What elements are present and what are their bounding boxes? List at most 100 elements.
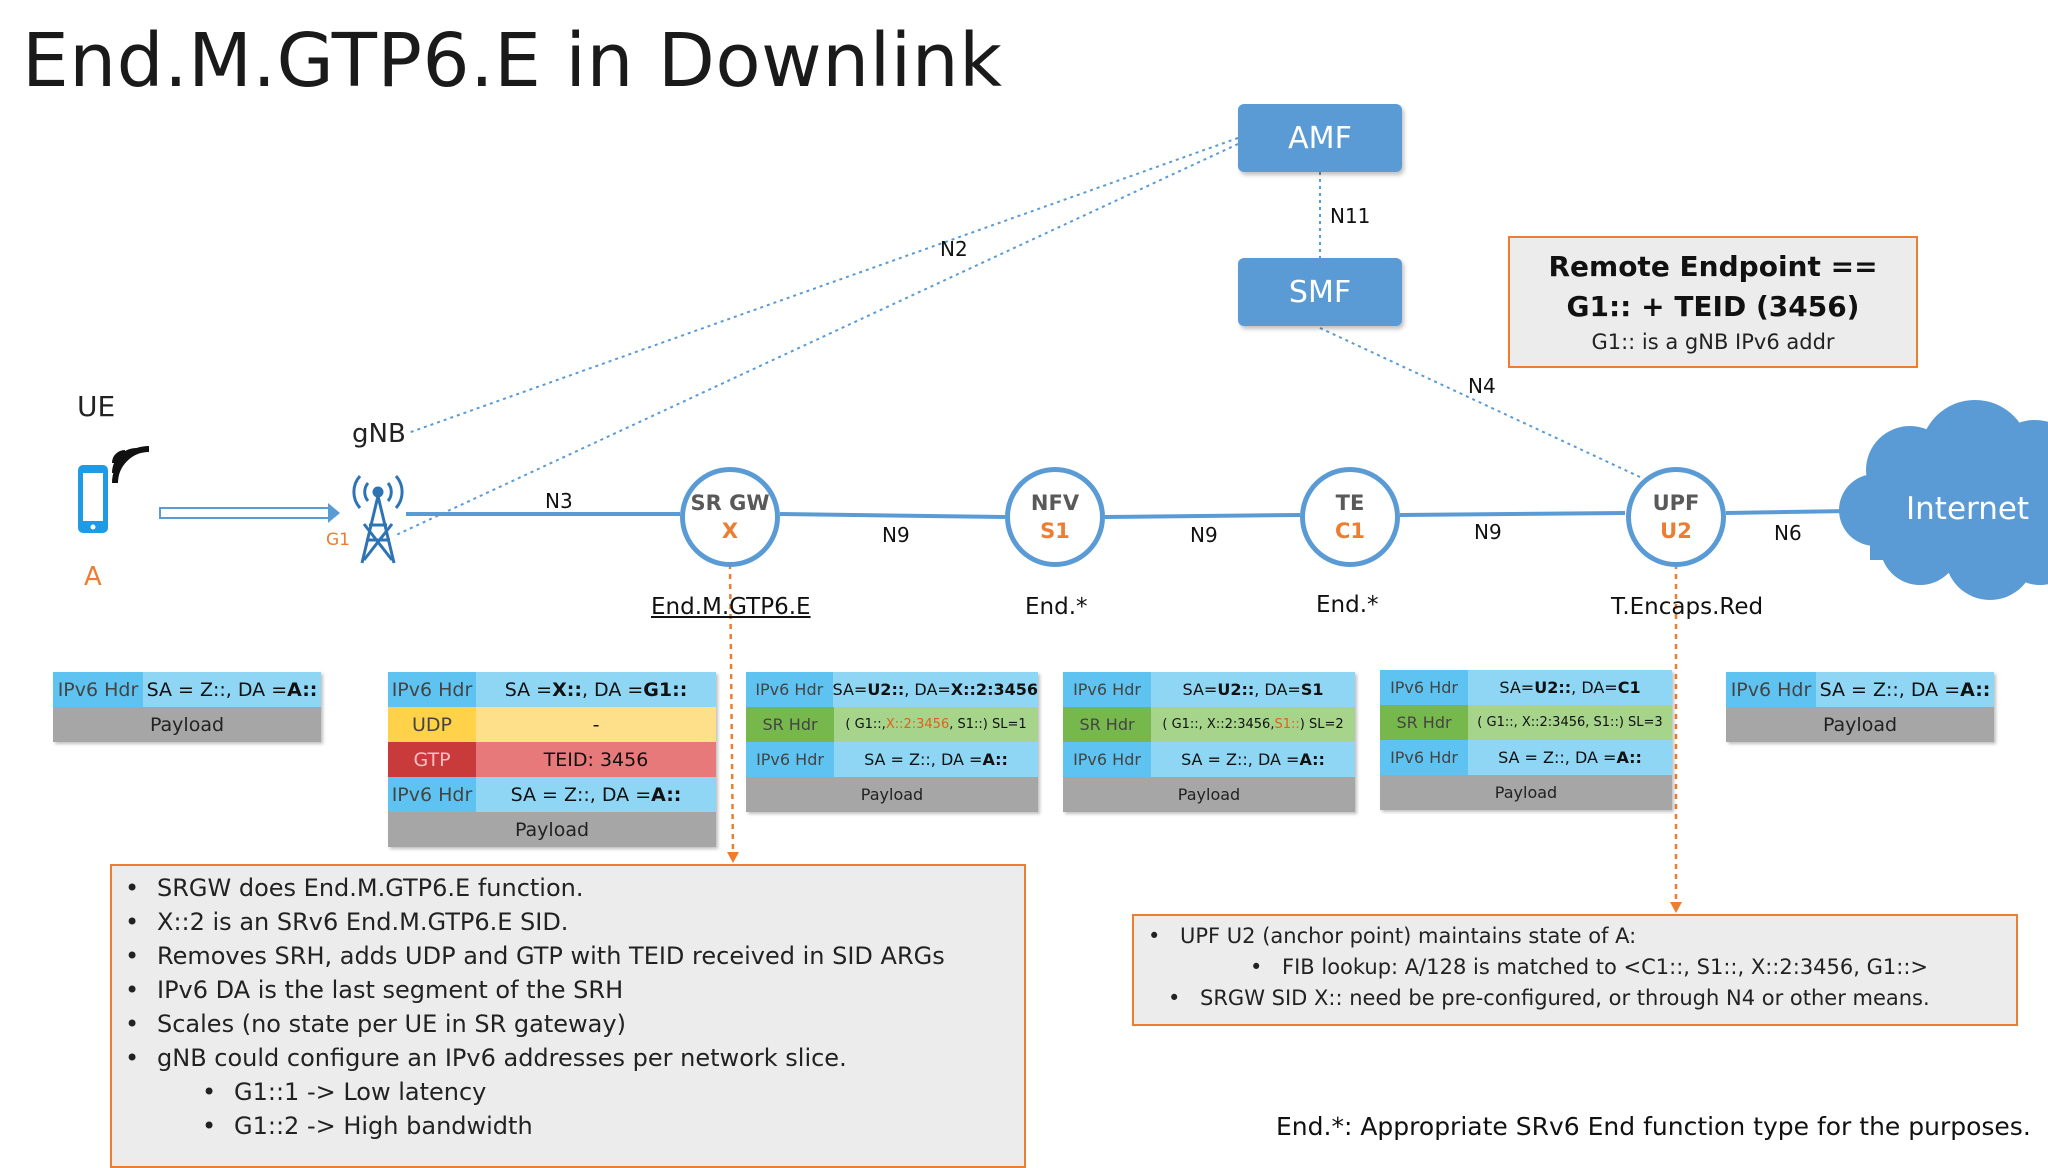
note-left-sub-2: • G1::2 -> High bandwidth [202, 1112, 533, 1140]
node-srgw-addr: X [721, 519, 739, 543]
n4-label: N4 [1468, 374, 1496, 398]
note-left-4: •IPv6 DA is the last segment of the SRH [125, 976, 623, 1004]
packet-srgw-r2-label: UDP [388, 707, 476, 742]
packet-te: IPv6 Hdr SA= U2::, DA= S1 SR Hdr ( G1::,… [1063, 672, 1355, 812]
packet-srgw-r4-value: SA = Z::, DA = A:: [476, 777, 716, 812]
packet-ue-val-bold: A:: [287, 678, 318, 701]
internet-label: Internet [1906, 491, 2030, 527]
remote-endpoint-line2: G1:: + TEID (3456) [1566, 290, 1860, 323]
packet-nfv-r1-pre: SA= [832, 680, 868, 699]
upf-drop-arrow [1670, 902, 1682, 913]
bullet-2: • [125, 908, 140, 936]
packet-upf-r2-label: SR Hdr [1380, 705, 1468, 740]
packet-upf-r3-b: A:: [1616, 748, 1642, 767]
n9-label-2: N9 [1190, 523, 1218, 547]
packet-nfv-r2-value: ( G1::, X::2:3456, S1::) SL=1 [834, 707, 1038, 742]
nfv-function: End.* [1025, 594, 1088, 620]
packet-nfv: IPv6 Hdr SA= U2::, DA= X::2:3456 SR Hdr … [746, 672, 1038, 812]
packet-te-r2-hl: S1:: [1274, 717, 1300, 732]
note-left-1: •SRGW does End.M.GTP6.E function. [125, 874, 584, 902]
signal-icon [112, 446, 150, 484]
packet-internet-hdr-label: IPv6 Hdr [1726, 672, 1816, 707]
packet-srgw-r1-b1: X:: [552, 678, 582, 701]
note-left-3: •Removes SRH, adds UDP and GTP with TEID… [125, 942, 945, 970]
srgw-drop-line [728, 563, 735, 856]
packet-nfv-r1-label: IPv6 Hdr [746, 672, 833, 707]
antenna-icon [352, 475, 404, 564]
te-function: End.* [1316, 592, 1379, 618]
bullet-r1: • [1148, 924, 1161, 948]
packet-te-srh-row: SR Hdr ( G1::, X::2:3456, S1::) SL=2 [1063, 707, 1355, 742]
packet-internet-val-bold: A:: [1960, 678, 1991, 701]
bullet-r3: • [1168, 986, 1181, 1010]
packet-nfv-r1-b1: U2:: [867, 680, 905, 699]
packet-nfv-r2-hl: X::2:3456 [885, 717, 950, 732]
packet-te-r3-label: IPv6 Hdr [1063, 742, 1151, 777]
packet-srgw-gtp-row: GTP TEID: 3456 [388, 742, 716, 777]
packet-srgw-r3-label: GTP [388, 742, 476, 777]
packet-te-r1-label: IPv6 Hdr [1063, 672, 1151, 707]
gnb-address: G1 [326, 530, 350, 550]
page-title: End.M.GTP6.E in Downlink [22, 18, 1003, 104]
packet-te-inner-ipv6-row: IPv6 Hdr SA = Z::, DA = A:: [1063, 742, 1355, 777]
ue-arrow-head [328, 503, 340, 523]
n6-link [1725, 509, 1851, 515]
packet-ue-val-pre: SA = Z::, DA = [146, 678, 288, 701]
packet-srgw-udp-row: UDP - [388, 707, 716, 742]
packet-srgw-payload: Payload [388, 812, 716, 847]
node-nfv-addr: S1 [1040, 519, 1070, 543]
phone-icon [78, 465, 108, 533]
note-left-sub-2-text: G1::2 -> High bandwidth [234, 1112, 533, 1140]
packet-te-r1-b2: S1 [1300, 680, 1324, 699]
packet-upf-r3-label: IPv6 Hdr [1380, 740, 1468, 775]
packet-upf-r1-value: SA= U2::, DA= C1 [1468, 670, 1672, 705]
packet-upf-ipv6-row: IPv6 Hdr SA= U2::, DA= C1 [1380, 670, 1672, 705]
packet-upf-r1-pre: SA= [1499, 678, 1535, 697]
packet-te-payload: Payload [1063, 777, 1355, 812]
srgw-function: End.M.GTP6.E [651, 594, 811, 620]
packet-internet: IPv6 Hdr SA = Z::, DA = A:: Payload [1726, 672, 1994, 742]
note-left-3-text: Removes SRH, adds UDP and GTP with TEID … [157, 942, 945, 970]
gnb-label: gNB [352, 419, 406, 449]
packet-te-ipv6-row: IPv6 Hdr SA= U2::, DA= S1 [1063, 672, 1355, 707]
bullet-8: • [202, 1112, 217, 1140]
packet-nfv-r3-label: IPv6 Hdr [746, 742, 834, 777]
packet-nfv-r3-value: SA = Z::, DA = A:: [834, 742, 1038, 777]
packet-upf-r1-label: IPv6 Hdr [1380, 670, 1468, 705]
bullet-6: • [125, 1044, 140, 1072]
node-te-name: TE [1335, 491, 1365, 515]
packet-te-r1-pre: SA= [1182, 680, 1218, 699]
packet-te-r2-label: SR Hdr [1063, 707, 1151, 742]
packet-srgw-r4-pre: SA = Z::, DA = [510, 783, 652, 806]
n2-line-lower [393, 143, 1239, 537]
packet-internet-ipv6-row: IPv6 Hdr SA = Z::, DA = A:: [1726, 672, 1994, 707]
note-right-2: •SRGW SID X:: need be pre-configured, or… [1168, 986, 1930, 1010]
packet-te-r2-post: ) SL=2 [1299, 717, 1344, 732]
notes-left-box [110, 864, 1026, 1168]
n9-label-1: N9 [882, 523, 910, 547]
packet-te-r2-value: ( G1::, X::2:3456, S1::) SL=2 [1151, 707, 1355, 742]
remote-endpoint-line1: Remote Endpoint == [1548, 250, 1878, 283]
upf-function: T.Encaps.Red [1611, 594, 1764, 620]
ue-address: A [84, 562, 102, 592]
note-left-5: •Scales (no state per UE in SR gateway) [125, 1010, 626, 1038]
packet-nfv-ipv6-row: IPv6 Hdr SA= U2::, DA= X::2:3456 [746, 672, 1038, 707]
n9-link-2 [1104, 513, 1301, 519]
packet-nfv-r1-b2: X::2:3456 [950, 680, 1038, 699]
note-right-1-text: UPF U2 (anchor point) maintains state of… [1180, 924, 1637, 948]
n9-link-1 [779, 512, 1006, 519]
node-nfv-name: NFV [1030, 491, 1080, 515]
n2-line-upper [407, 137, 1239, 434]
packet-ue: IPv6 Hdr SA = Z::, DA = A:: Payload [53, 672, 321, 742]
packet-srgw-r1-b2: G1:: [643, 678, 688, 701]
amf-box: AMF [1238, 104, 1402, 172]
n3-label: N3 [545, 489, 573, 513]
node-upf-addr: U2 [1660, 519, 1692, 543]
packet-ue-payload: Payload [53, 707, 321, 742]
node-te: TE C1 [1300, 467, 1400, 567]
bullet-5: • [125, 1010, 140, 1038]
packet-srgw-r1-mid: , DA = [581, 678, 644, 701]
node-te-addr: C1 [1334, 519, 1366, 543]
note-left-sub-1: •G1::1 -> Low latency [202, 1078, 486, 1106]
packet-nfv-inner-ipv6-row: IPv6 Hdr SA = Z::, DA = A:: [746, 742, 1038, 777]
